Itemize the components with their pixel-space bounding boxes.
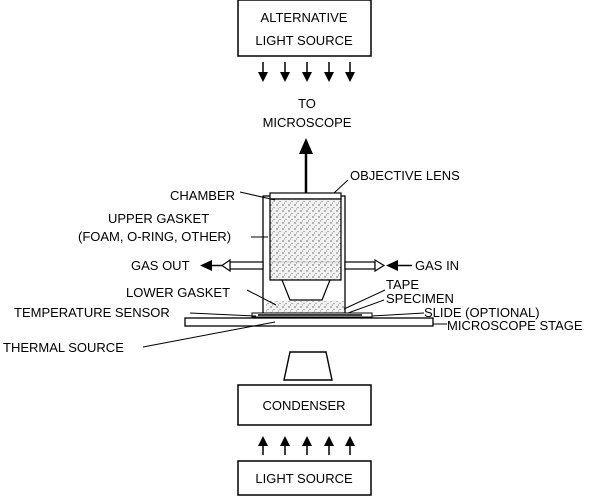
upper-gasket-label-line2: (FOAM, O-RING, OTHER) [78, 229, 231, 244]
specimen-label: SPECIMEN [386, 291, 454, 306]
condenser: CONDENSER [237, 351, 372, 426]
up-arrow-icon [324, 436, 334, 446]
alternative-light-source-line1: ALTERNATIVE [261, 10, 348, 25]
light-source-arrows [258, 436, 355, 455]
left-arrow-icon [386, 260, 398, 271]
alternative-light-arrows [258, 62, 355, 82]
temperature-sensor-label: TEMPERATURE SENSOR [14, 305, 170, 320]
gas-out-port [200, 258, 264, 273]
objective-lens-label: OBJECTIVE LENS [350, 168, 460, 183]
up-arrow-icon [258, 436, 268, 446]
left-arrow-icon [200, 260, 212, 271]
alternative-light-source-box: ALTERNATIVE LIGHT SOURCE [237, 0, 372, 57]
lower-gasket [266, 301, 344, 314]
alternative-light-source-line2: LIGHT SOURCE [255, 33, 353, 48]
microscope-stage-label: MICROSCOPE STAGE [447, 318, 583, 333]
condenser-label: CONDENSER [262, 398, 345, 413]
microscope-stage [184, 317, 434, 327]
tape-label: TAPE [386, 277, 419, 292]
gas-in-label: GAS IN [415, 258, 459, 273]
up-arrow-to-microscope [299, 138, 313, 194]
down-arrow-icon [280, 72, 290, 82]
up-arrow-icon [345, 436, 355, 446]
up-arrow-icon [302, 436, 312, 446]
down-arrow-icon [324, 72, 334, 82]
chamber-label: CHAMBER [170, 188, 235, 203]
up-arrow-icon [299, 138, 313, 154]
slide-label: SLIDE (OPTIONAL) [424, 305, 540, 320]
light-source-box: LIGHT SOURCE [237, 460, 372, 496]
gas-in-port [344, 258, 412, 273]
leader-lines [142, 179, 447, 348]
to-microscope-line1: TO [298, 96, 316, 111]
light-source-label: LIGHT SOURCE [255, 471, 353, 486]
down-arrow-icon [345, 72, 355, 82]
to-microscope-line2: MICROSCOPE [263, 115, 352, 130]
down-arrow-icon [302, 72, 312, 82]
gas-out-label: GAS OUT [131, 258, 190, 273]
lower-gasket-label: LOWER GASKET [126, 285, 230, 300]
up-arrow-icon [280, 436, 290, 446]
upper-gasket-label-line1: UPPER GASKET [108, 211, 209, 226]
objective-lens [269, 192, 342, 301]
down-arrow-icon [258, 72, 268, 82]
thermal-source-label: THERMAL SOURCE [3, 340, 124, 355]
